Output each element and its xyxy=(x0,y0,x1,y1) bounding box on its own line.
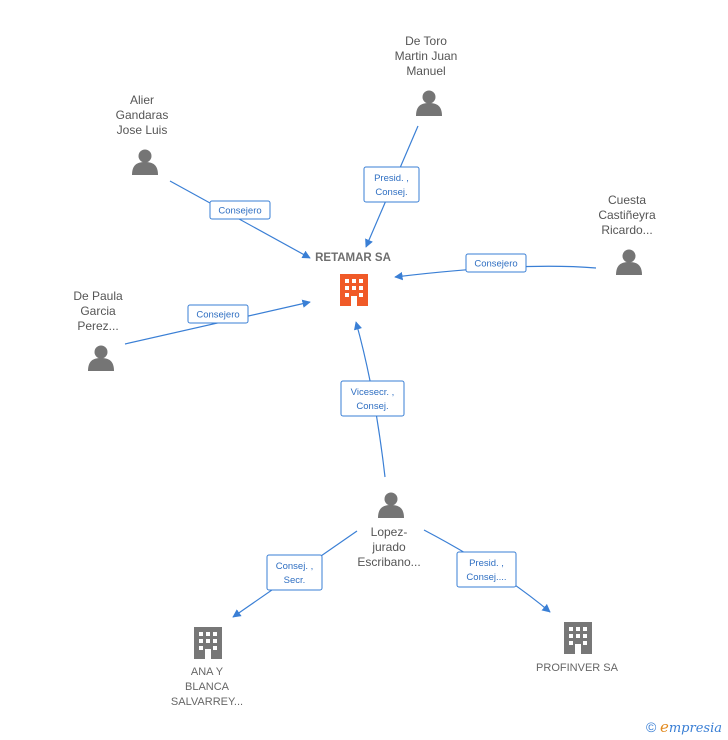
svg-text:Consejero: Consejero xyxy=(196,310,239,321)
edge-label-de-paula: Consejero xyxy=(187,304,249,324)
person-icon xyxy=(616,249,642,275)
person-icon xyxy=(416,90,442,116)
company-node-profinver[interactable]: PROFINVER SA xyxy=(536,622,619,674)
brand-logo-text: mpresia xyxy=(668,721,722,736)
svg-text:Jose Luis: Jose Luis xyxy=(117,123,168,137)
svg-text:Consej.: Consej. xyxy=(356,401,388,412)
person-node-alier[interactable]: Alier Gandaras Jose Luis xyxy=(116,93,169,175)
svg-text:Alier: Alier xyxy=(130,93,154,107)
svg-text:Secr.: Secr. xyxy=(284,575,306,586)
svg-text:De Paula: De Paula xyxy=(73,289,123,303)
company-label: RETAMAR SA xyxy=(315,252,391,264)
building-icon xyxy=(340,274,368,306)
svg-text:Consej....: Consej.... xyxy=(466,572,506,583)
person-icon xyxy=(88,345,114,371)
svg-text:Castiñeyra: Castiñeyra xyxy=(598,208,656,222)
edge-label-cuesta: Consejero xyxy=(465,253,527,273)
person-icon xyxy=(132,149,158,175)
svg-text:Ricardo...: Ricardo... xyxy=(601,223,652,237)
person-icon xyxy=(378,492,404,518)
svg-text:Consej.: Consej. xyxy=(375,187,407,198)
svg-text:Cuesta: Cuesta xyxy=(608,193,646,207)
svg-text:BLANCA: BLANCA xyxy=(185,681,230,693)
svg-text:SALVARREY...: SALVARREY... xyxy=(171,696,243,708)
svg-text:Consej. ,: Consej. , xyxy=(276,561,314,572)
edge-label-lopez-ana: Consej. , Secr. xyxy=(266,554,323,591)
svg-text:Escribano...: Escribano... xyxy=(357,555,420,569)
svg-text:Consejero: Consejero xyxy=(218,206,261,217)
building-icon xyxy=(194,627,222,659)
copyright-icon: © xyxy=(646,719,657,735)
person-node-de-toro[interactable]: De Toro Martin Juan Manuel xyxy=(395,34,458,116)
svg-text:Perez...: Perez... xyxy=(77,319,118,333)
svg-text:Consejero: Consejero xyxy=(474,259,517,270)
edge-label-lopez-profinver: Presid. , Consej.... xyxy=(456,551,517,588)
svg-text:PROFINVER SA: PROFINVER SA xyxy=(536,662,619,674)
svg-text:ANA Y: ANA Y xyxy=(191,666,224,678)
brand-watermark: © empresia xyxy=(646,718,722,736)
svg-text:Gandaras: Gandaras xyxy=(116,108,169,122)
edge-label-alier: Consejero xyxy=(209,200,271,220)
edge-label-de-toro: Presid. , Consej. xyxy=(363,166,420,203)
svg-text:Lopez-: Lopez- xyxy=(371,525,408,539)
person-node-de-paula[interactable]: De Paula Garcia Perez... xyxy=(73,289,123,371)
person-node-cuesta[interactable]: Cuesta Castiñeyra Ricardo... xyxy=(598,193,656,275)
svg-text:Garcia: Garcia xyxy=(80,304,116,318)
edge-label-lopez-retamar: Vicesecr. , Consej. xyxy=(340,380,405,417)
svg-text:De Toro: De Toro xyxy=(405,34,447,48)
company-node-retamar[interactable]: RETAMAR SA xyxy=(315,252,391,306)
company-node-ana[interactable]: ANA Y BLANCA SALVARREY... xyxy=(171,627,243,708)
person-node-lopez[interactable]: Lopez- jurado Escribano... xyxy=(357,492,421,570)
svg-text:Presid. ,: Presid. , xyxy=(374,173,409,184)
brand-logo-initial: e xyxy=(659,718,669,736)
svg-text:Presid. ,: Presid. , xyxy=(469,558,504,569)
svg-text:Vicesecr. ,: Vicesecr. , xyxy=(351,387,395,398)
svg-text:Manuel: Manuel xyxy=(406,64,445,78)
svg-text:Martin Juan: Martin Juan xyxy=(395,49,458,63)
building-icon xyxy=(564,622,592,654)
svg-text:jurado: jurado xyxy=(371,540,406,554)
